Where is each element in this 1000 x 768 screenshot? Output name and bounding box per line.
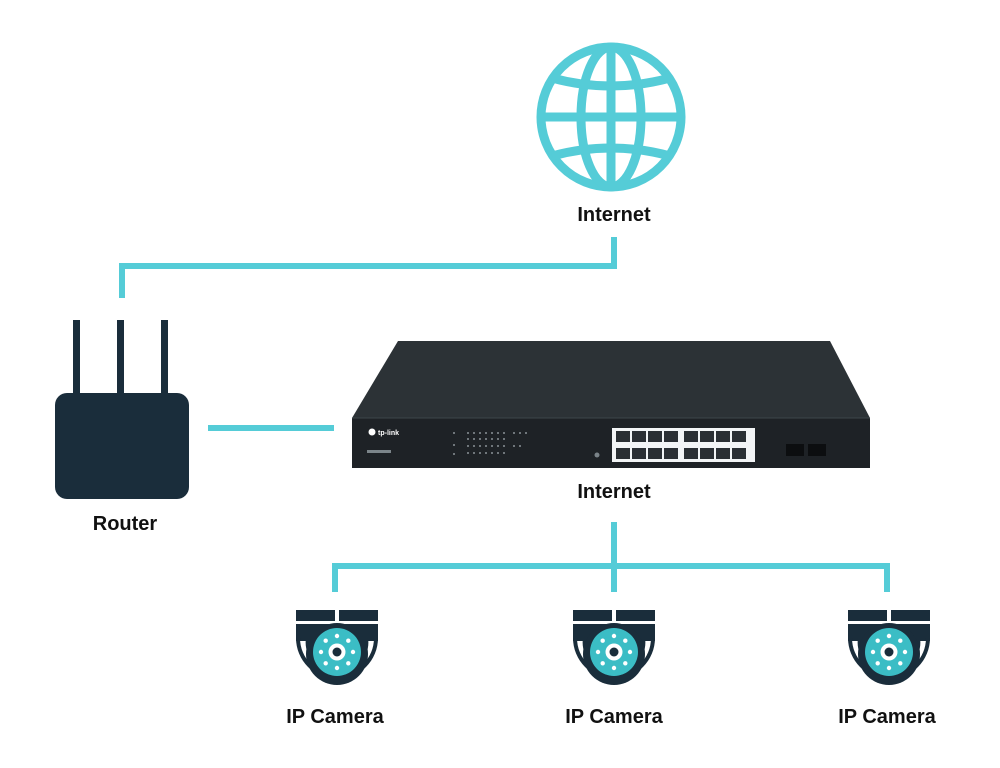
router-antenna xyxy=(161,320,168,396)
tp-link-logo: tp-link xyxy=(367,428,399,453)
camera-label-3: IP Camera xyxy=(838,706,936,728)
internet-label: Internet xyxy=(577,204,651,226)
router-antenna xyxy=(117,320,124,396)
globe-icon xyxy=(536,42,686,192)
status-leds xyxy=(453,432,527,455)
camera-label-2: IP Camera xyxy=(565,706,663,728)
router-label: Router xyxy=(93,513,158,535)
link-internet-router xyxy=(119,237,617,298)
sfp-ports xyxy=(786,444,826,456)
ip-camera-icon xyxy=(848,610,930,685)
link-camera-bus xyxy=(332,563,890,592)
switch-front-face xyxy=(352,418,870,468)
connection-lines xyxy=(119,237,890,592)
router-body xyxy=(55,393,189,499)
router-icon xyxy=(55,320,189,499)
router-antenna xyxy=(73,320,80,396)
ethernet-ports xyxy=(612,428,755,462)
reset-button xyxy=(594,452,600,458)
switch-label: Internet xyxy=(577,481,651,503)
ip-camera-icon xyxy=(296,610,378,685)
brand-label: tp-link xyxy=(378,430,399,437)
switch-top-face xyxy=(352,341,870,418)
camera-label-1: IP Camera xyxy=(286,706,384,728)
ip-camera-icon xyxy=(573,610,655,685)
network-switch-icon: tp-link xyxy=(352,341,870,468)
